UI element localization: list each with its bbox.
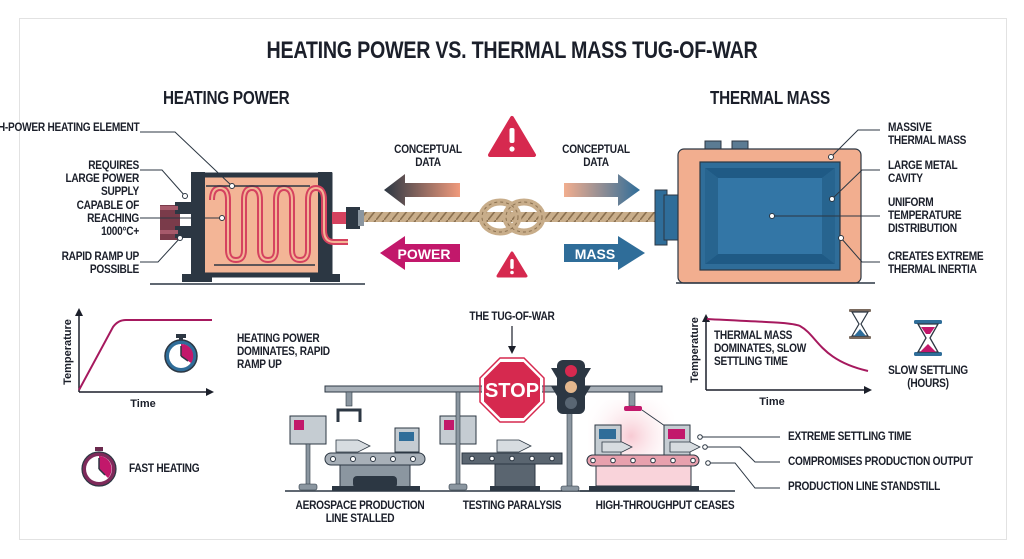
callout-heating-element: High-power heating element [0, 122, 139, 134]
page-title: Heating Power vs. Thermal Mass Tug-of-Wa… [266, 37, 758, 64]
mass-arrow: MASS [564, 236, 645, 270]
heating-temperature-chart: Temperature Time [62, 308, 214, 410]
mass-chart-ylabel: Temperature [689, 317, 701, 383]
callout-massive-thermal-mass: Massive thermal mass [888, 122, 967, 147]
callout-extreme-settling: Extreme settling time [788, 431, 912, 443]
stop-sign-icon: STOP [479, 357, 545, 423]
stopwatch-icon [81, 447, 117, 487]
callout-1000c: Capable of reaching 1000°C+ [76, 200, 140, 238]
callout-rapid-ramp: Rapid ramp up possible [61, 251, 140, 276]
mass-chart-xlabel: Time [759, 396, 784, 408]
production-callout-lines [697, 434, 780, 489]
heating-chart-ylabel: Temperature [62, 319, 74, 385]
mass-chart-caption: Thermal mass dominates, slow settling ti… [714, 330, 806, 368]
station-label-high-throughput: High-throughput ceases [595, 500, 735, 512]
callout-thermal-inertia: Creates extreme thermal inertia [888, 251, 984, 276]
station-label-testing: Testing paralysis [462, 500, 562, 512]
heating-element-illustration [150, 172, 365, 285]
heating-chart-xlabel: Time [130, 398, 155, 410]
fast-heating-label: Fast heating [129, 463, 200, 475]
conceptual-data-left-label: Conceptual data [394, 144, 462, 169]
hourglass-icon [914, 320, 942, 356]
callout-uniform-temperature: Uniform temperature distribution [888, 197, 962, 235]
thermal-mass-chamber-illustration [654, 140, 875, 284]
stopwatch-icon [164, 334, 198, 373]
conceptual-arrow-right [564, 174, 640, 206]
warning-triangle-icon [488, 116, 536, 157]
heading-thermal-mass: Thermal Mass [710, 88, 830, 108]
heating-chart-caption: Heating power dominates, rapid ramp up [237, 333, 330, 371]
conceptual-data-right-label: Conceptual data [562, 144, 630, 169]
power-arrow: POWER [380, 236, 460, 270]
stop-sign-label: STOP [485, 380, 539, 402]
station-label-aerospace: Aerospace production line stalled [295, 500, 425, 525]
settling-curve [706, 318, 869, 372]
callout-line-standstill: Production line standstill [788, 481, 941, 493]
heating-curve [78, 319, 212, 391]
callout-power-supply: Requires large power supply [65, 160, 139, 198]
callout-metal-cavity: Large metal cavity [888, 160, 958, 185]
mass-temperature-chart: Temperature Time [689, 314, 872, 408]
warning-triangle-icon [496, 251, 528, 278]
traffic-light-icon [551, 360, 591, 414]
tug-of-war-header: The Tug-of-War [469, 311, 555, 323]
production-line-illustration: STOP [285, 326, 735, 492]
power-arrow-label: POWER [398, 246, 451, 262]
slow-settling-label: Slow settling (hours) [888, 365, 968, 390]
heading-heating-power: Heating Power [163, 88, 290, 108]
hourglass-icon [849, 309, 871, 339]
callout-compromises-output: Compromises production output [788, 456, 973, 468]
chamber-callout-lines [769, 129, 880, 263]
heater-callout-lines [140, 131, 235, 263]
mass-arrow-label: MASS [575, 246, 615, 262]
conceptual-arrow-left [384, 174, 460, 206]
tug-of-war-rope [364, 198, 656, 236]
